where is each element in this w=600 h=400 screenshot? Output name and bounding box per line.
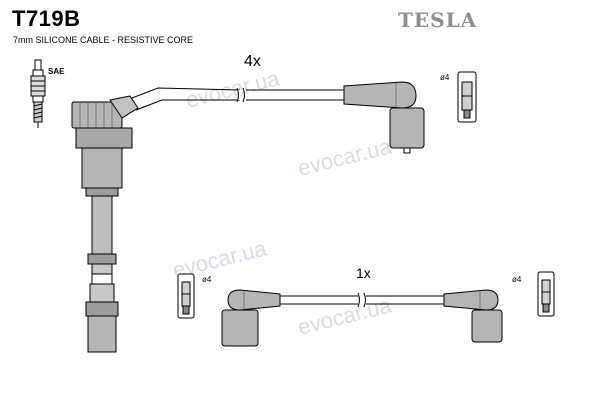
brand-logo: TESLA [398, 8, 478, 32]
coil-boot-vertical [71, 95, 139, 353]
cable-description: 7mm SILICONE CABLE - RESISTIVE CORE [13, 35, 194, 45]
watermark-2: evocar.ua [295, 133, 394, 181]
sae-label: SAE [48, 67, 65, 76]
diameter-label-bottom-right: ø4 [512, 275, 522, 284]
terminal-detail-bottom-right [537, 271, 555, 317]
diameter-label-bottom-left: ø4 [202, 275, 212, 284]
watermark-group: evocar.ua evocar.ua evocar.ua evocar.ua [170, 65, 394, 340]
top-right-plug-boot [343, 81, 425, 154]
watermark-4: evocar.ua [295, 292, 394, 340]
bottom-quantity-label: 1x [356, 265, 371, 281]
diameter-label-top: ø4 [440, 73, 450, 82]
spark-plug-icon [30, 59, 46, 128]
bottom-cable [280, 292, 444, 308]
part-code-title: T719B [12, 6, 81, 31]
top-cable [131, 87, 344, 111]
top-quantity-label: 4x [244, 53, 261, 70]
terminal-detail-top [457, 71, 477, 123]
bottom-left-plug-boot [221, 289, 281, 347]
bottom-right-plug-boot [443, 289, 503, 343]
terminal-detail-bottom-left [177, 273, 195, 319]
